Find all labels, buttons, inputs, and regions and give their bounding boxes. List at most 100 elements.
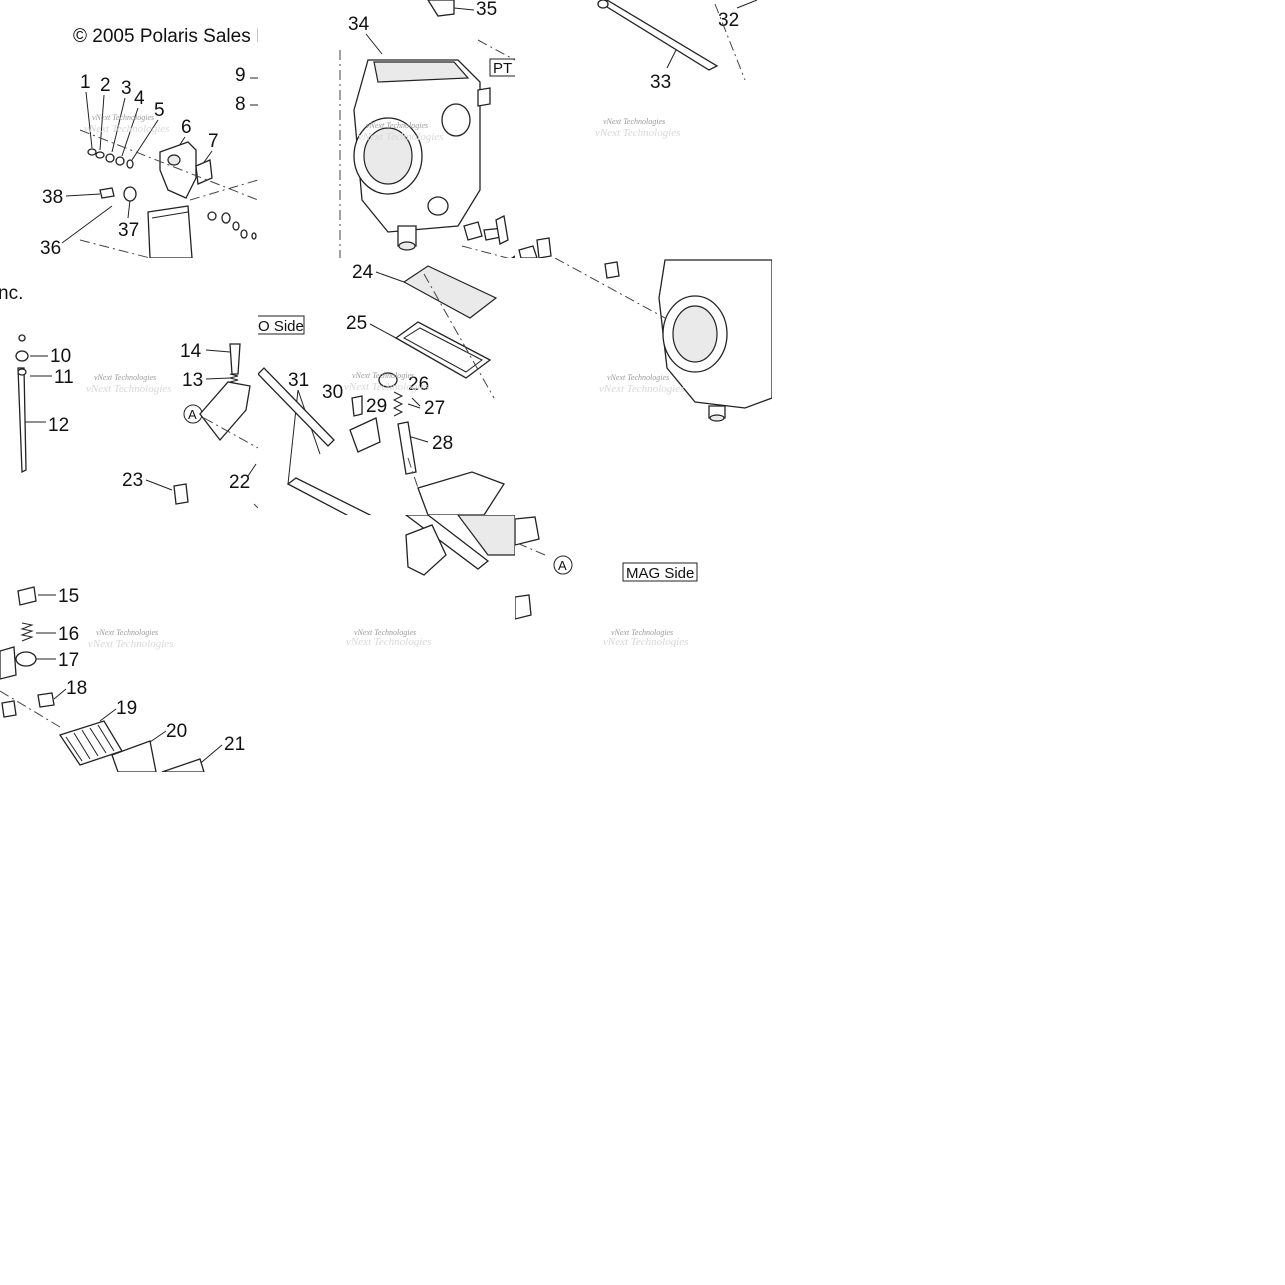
callout-14: 14 [180,341,202,362]
copyright-notice: © 2005 Polaris Sales In [73,26,258,47]
marker-a-right: A [553,555,573,575]
tile-bottom-middle: vNext Technologies vNext Technologies [258,515,515,647]
watermark: vNext Technologies [94,373,156,382]
clips-group [207,211,257,240]
callout-5: 5 [154,100,165,121]
mag-side-box [622,562,698,582]
washer-37-part [123,186,137,202]
callout-15: 15 [58,586,79,607]
watermark: vNext Technologies [607,373,669,382]
shaft-21-part [161,758,205,772]
shaft-31-upper [258,367,335,447]
fitting-part [604,261,620,279]
callout-26: 26 [408,374,429,395]
diagram-middle-right: vNext Technologies vNext Technologies [554,258,772,422]
carburetor-body-pto [353,59,491,251]
screw-14-part [229,343,241,375]
tile-bottom-right: A MAG Side vNext Technologies vNext Tech… [515,515,772,647]
callout-13: 13 [182,370,203,391]
bracket-29-part [349,417,381,453]
watermark: vNext Technologies [611,628,673,637]
callout-12: 12 [48,415,69,436]
diagram-center: 24 25 O Side 31 30 29 26 27 28 vNext Tec… [258,262,505,515]
centerline [554,258,666,319]
fitting-part [518,245,538,258]
callout-7: 7 [208,131,219,152]
callout-3: 3 [121,78,132,99]
watermark: vNext Technologies [366,121,428,130]
collar-20-part [111,740,157,772]
watermark-shadow: vNext Technologies [86,383,171,395]
throttle-cam-part [405,524,447,576]
callout-23: 23 [122,470,143,491]
watermark: vNext Technologies [603,117,665,126]
callout-9: 9 [235,65,246,86]
callout-10: 10 [50,346,71,367]
watermark-shadow: vNext Technologies [603,636,688,647]
lever-part [0,646,17,680]
watermark-shadow: vNext Technologies [88,638,173,650]
callout-17: 17 [58,650,79,671]
long-rod-part [597,0,719,71]
plug-23-part [173,483,189,505]
diagram-top-right: 32 33 vNext Technologies vNext Technolog… [518,0,758,258]
watermark: vNext Technologies [92,113,154,122]
diagram-middle-left: nc. 10 11 12 14 13 23 22 A vNext Technol… [0,283,258,509]
tile-top-right: 32 33 vNext Technologies vNext Technolog… [515,0,772,258]
callout-30: 30 [322,382,343,403]
tile-top-left: © 2005 Polaris Sales In 1 2 3 4 5 6 7 9 … [0,0,258,258]
orings-group [87,148,134,169]
callout-4: 4 [134,88,145,109]
clip-17-part [15,651,37,667]
callout-16: 16 [58,624,79,645]
svg-text:A: A [558,558,567,573]
pto-side-box [258,315,305,335]
svg-text:A: A [188,407,197,422]
callout-34: 34 [348,14,370,35]
watermark: vNext Technologies [96,628,158,637]
callout-27: 27 [424,398,445,419]
diagram-bottom-middle: vNext Technologies vNext Technologies [346,515,515,647]
plate-part [147,205,193,258]
diagram-top-middle: 34 35 PT vNext Technologies vNext Techno… [339,0,515,258]
callout-2: 2 [100,75,111,96]
diagram-bottom-left: 15 16 17 18 19 20 21 vNext Technologies … [0,586,245,772]
tile-center: 24 25 O Side 31 30 29 26 27 28 vNext Tec… [258,258,515,515]
callout-20: 20 [166,721,187,742]
watermark-shadow: vNext Technologies [595,127,680,139]
callout-8: 8 [235,94,246,115]
callout-11: 11 [54,367,74,388]
callout-38: 38 [42,187,63,208]
callout-29: 29 [366,396,387,417]
slide-28-part [397,421,417,475]
callout-24: 24 [352,262,374,283]
gasket-25-part [394,321,492,379]
centerline [0,690,61,728]
nut-26-part [378,372,398,388]
fittings-group [463,215,515,258]
screw-30-part [351,395,363,417]
centerline [407,273,495,489]
spring-27-part [392,391,404,417]
callout-37: 37 [118,220,139,241]
callout-6: 6 [181,117,192,138]
diagram-bottom-right: A MAG Side vNext Technologies vNext Tech… [515,516,698,647]
diagram-top-left: © 2005 Polaris Sales In 1 2 3 4 5 6 7 9 … [40,26,258,258]
lever-arm-part [199,381,251,442]
carb-lower-body [417,471,505,515]
centerline [79,129,258,258]
mag-side-label: MAG Side [626,565,694,582]
watermark-shadow: vNext Technologies [346,636,431,647]
watermark-shadow: vNext Technologies [84,123,169,135]
pto-side-label: PT [493,60,512,77]
shaft-end-part [515,516,540,546]
shaft-31-lower [286,477,372,515]
centerline [516,542,546,556]
callout-35: 35 [476,0,497,20]
carburetor-body-mag [658,259,772,422]
callout-36: 36 [40,238,61,258]
pto-label-box [489,58,515,77]
screw-38-part [99,187,115,199]
watermark: vNext Technologies [352,371,414,380]
tile-middle-right: vNext Technologies vNext Technologies [515,258,772,515]
